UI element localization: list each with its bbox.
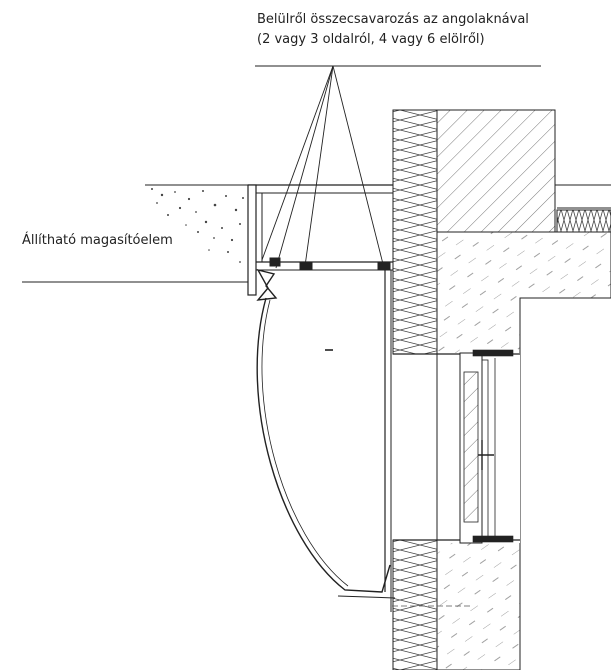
wall-insulation-upper [392,109,438,355]
connector-bracket [256,268,278,301]
window-frame [393,349,520,544]
slab-insulation [556,209,611,233]
light-well-body [256,270,396,612]
light-well-frame [247,184,393,296]
riser-annotation-label: Állítható magasítóelem [22,233,173,248]
screw-annotation-line2: (2 vagy 3 oldalról, 4 vagy 6 elölről) [257,32,485,47]
concrete-slab [436,231,611,670]
masonry-wall [436,109,556,233]
wall-insulation-lower [392,539,438,670]
leader-lines-screws [261,65,384,269]
soil-texture [151,188,244,263]
screw-annotation-line1: Belülről összecsavarozás az angolaknával [257,12,529,27]
